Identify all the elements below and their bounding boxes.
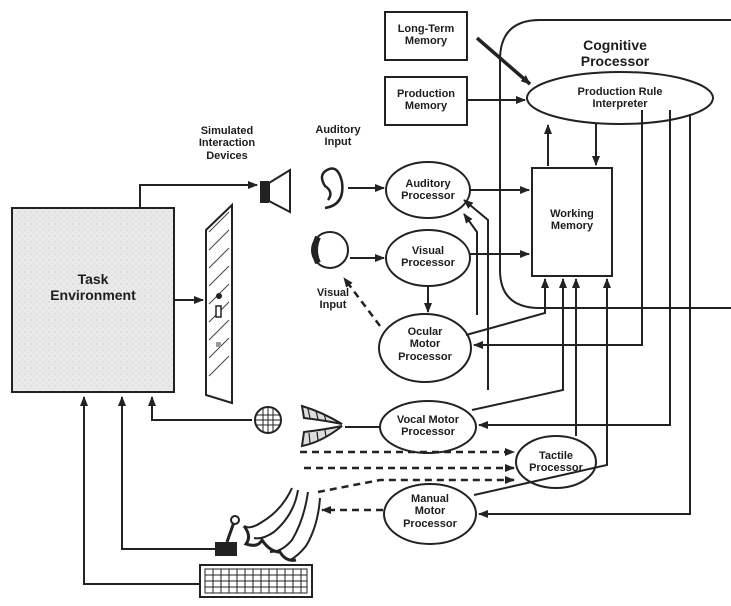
production-memory-label: Production Memory [385,88,467,113]
display-screen [206,205,232,403]
ocular-motor-processor-label: Ocular Motor Processor [380,326,470,363]
long-term-memory-label: Long-Term Memory [385,23,467,48]
dashed-arrows [300,278,514,510]
visual-input-label: Visual Input [298,287,368,312]
manual-motor-processor-label: Manual Motor Processor [384,493,476,530]
eye-icon [312,232,348,268]
production-rule-interpreter-label: Production Rule Interpreter [545,86,695,111]
mouth-icon [302,406,342,446]
hand-icon [244,488,320,560]
joystick-icon [215,516,239,556]
task-environment-label: Task Environment [12,272,174,303]
auditory-input-label: Auditory Input [298,124,378,149]
auditory-processor-label: Auditory Processor [386,178,470,203]
ear-icon [322,169,342,209]
tactile-processor-label: Tactile Processor [516,450,596,475]
visual-processor-label: Visual Processor [386,245,470,270]
vocal-motor-processor-label: Vocal Motor Processor [380,414,476,439]
keyboard-icon [200,565,312,597]
working-memory-label: Working Memory [532,208,612,233]
cognitive-processor-label: Cognitive Processor [540,38,690,69]
microphone-icon [255,407,281,433]
simulated-interaction-devices-label: Simulated Interaction Devices [182,125,272,162]
speaker-icon [260,170,290,212]
